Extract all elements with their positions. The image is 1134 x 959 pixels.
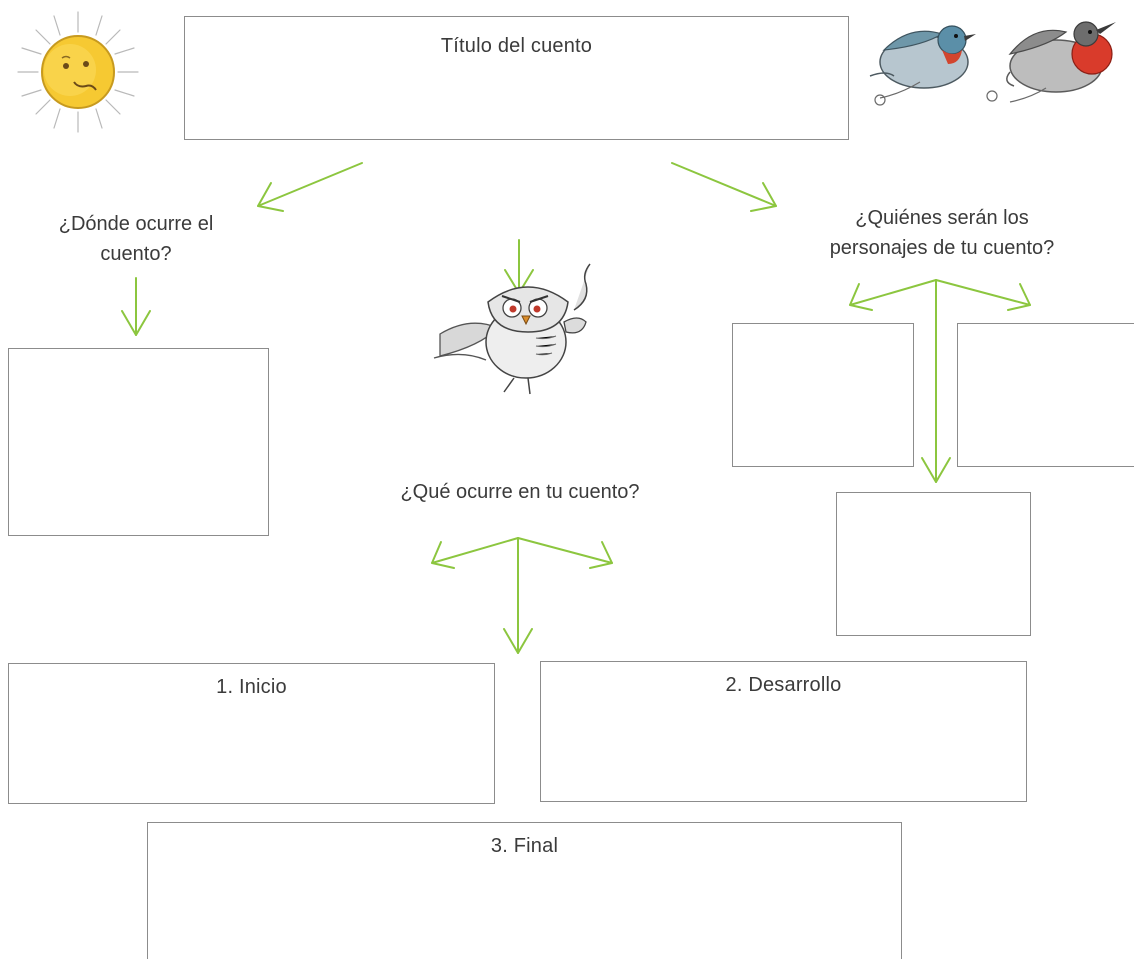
title-box[interactable]: Título del cuento — [184, 16, 849, 140]
who-question-line2: personajes de tu cuento? — [829, 237, 1055, 259]
blue-bird-icon — [869, 25, 976, 106]
sun-illustration — [17, 11, 139, 133]
final-label: 3. Final — [490, 835, 559, 857]
what-question: ¿Qué ocurre en tu cuento? — [400, 481, 640, 503]
arrow-who-split — [849, 279, 1031, 483]
arrow-title-to-where — [257, 162, 363, 212]
arrow-title-to-who — [671, 162, 777, 212]
where-question-line1: ¿Dónde ocurre el — [58, 213, 214, 235]
red-bird-icon — [986, 21, 1116, 103]
birds-illustration — [869, 21, 1116, 106]
character-box-2[interactable] — [957, 323, 1134, 467]
owl-illustration — [433, 263, 591, 395]
where-question-line2: cuento? — [100, 243, 172, 265]
arrow-where-down — [121, 277, 151, 336]
final-box[interactable]: 3. Final — [147, 822, 902, 959]
inicio-box[interactable]: 1. Inicio — [8, 663, 495, 804]
title-box-label: Título del cuento — [440, 35, 593, 57]
where-answer-box[interactable] — [8, 348, 269, 536]
who-question: ¿Quiénes serán los personajes de tu cuen… — [792, 203, 1092, 263]
where-question: ¿Dónde ocurre el cuento? — [18, 209, 254, 269]
arrow-what-split — [431, 537, 613, 654]
character-box-3[interactable] — [836, 492, 1031, 636]
inicio-label: 1. Inicio — [216, 676, 287, 698]
who-question-line1: ¿Quiénes serán los — [855, 207, 1029, 229]
character-box-1[interactable] — [732, 323, 914, 467]
desarrollo-box[interactable]: 2. Desarrollo — [540, 661, 1027, 802]
desarrollo-label: 2. Desarrollo — [725, 674, 842, 696]
